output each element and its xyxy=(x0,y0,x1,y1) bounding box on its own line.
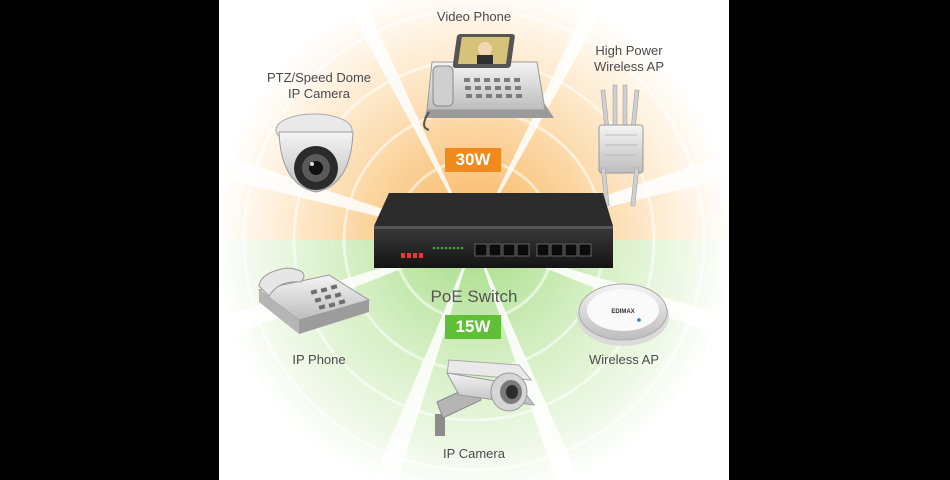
ip-phone-label: IP Phone xyxy=(292,352,346,367)
ptz-camera-label-line2: IP Camera xyxy=(288,86,350,101)
video-phone-label: Video Phone xyxy=(436,9,512,24)
high-power-ap-label-line2: Wireless AP xyxy=(593,59,665,74)
power-15w-badge: 15W xyxy=(445,315,501,339)
power-30w-badge: 30W xyxy=(445,148,501,172)
ptz-camera-label: PTZ/Speed Dome IP Camera xyxy=(244,70,394,102)
ip-phone-icon xyxy=(257,267,371,334)
diagram-canvas: EDIMAX Video Phone PTZ/Speed Dome IP Cam… xyxy=(219,0,729,480)
wireless-ap-label: Wireless AP xyxy=(588,352,660,367)
high-power-ap-label-line1: High Power xyxy=(595,43,663,58)
poe-switch-label: PoE Switch xyxy=(430,287,518,306)
wireless-ap-icon: EDIMAX xyxy=(577,283,669,346)
ip-camera-label: IP Camera xyxy=(443,446,505,461)
high-power-ap-label: High Power Wireless AP xyxy=(569,43,689,75)
diagram-graphics: EDIMAX xyxy=(219,0,729,480)
ip-camera-icon xyxy=(435,359,536,436)
ptz-camera-label-line1: PTZ/Speed Dome xyxy=(266,70,372,85)
ptz-dome-camera-icon xyxy=(275,113,354,193)
poe-switch-icon xyxy=(374,193,613,268)
high-power-ap-icon xyxy=(598,84,644,207)
ap-brand-text: EDIMAX xyxy=(611,309,634,315)
video-phone-icon xyxy=(423,34,554,131)
